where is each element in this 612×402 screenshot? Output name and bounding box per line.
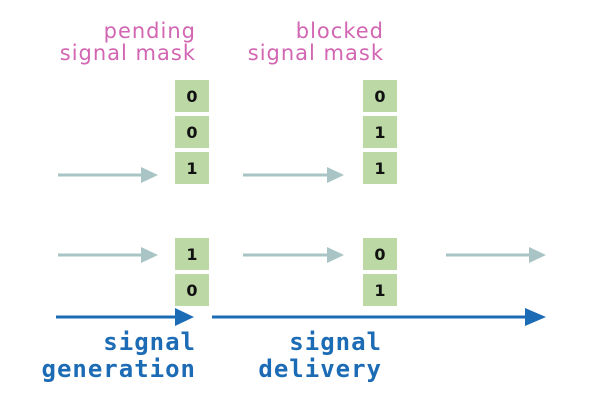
pending-bit-3: 1: [173, 150, 211, 186]
pending-bit-1: 0: [173, 78, 211, 114]
blocked-heading-line1: blocked: [295, 19, 384, 43]
generation-caption-line2: generation: [41, 355, 196, 383]
arrow-to-blocked-row4-head: [327, 247, 344, 263]
blocked-mask-heading: blocked signal mask: [226, 20, 384, 64]
delivery-arrow-head: [525, 308, 546, 326]
arrow-to-pending-row4-head: [141, 247, 158, 263]
pending-mask-heading: pending signal mask: [40, 20, 196, 64]
blocked-bit-3: 1: [361, 150, 399, 186]
generation-caption-line1: signal: [103, 328, 196, 356]
signal-delivery-caption: signal delivery: [246, 329, 382, 383]
blocked-bit-2: 1: [361, 114, 399, 150]
blocked-bit-4: 0: [361, 236, 399, 272]
pending-bit-2: 0: [173, 114, 211, 150]
pending-bit-5: 0: [173, 272, 211, 308]
signal-generation-caption: signal generation: [30, 329, 196, 383]
generation-arrow-head: [175, 308, 194, 326]
delivery-caption-line2: delivery: [258, 355, 382, 383]
blocked-heading-line2: signal mask: [247, 41, 384, 65]
arrow-to-pending-row3-head: [141, 167, 158, 183]
pending-bit-4: 1: [173, 236, 211, 272]
blocked-bit-5: 1: [361, 272, 399, 308]
blocked-bit-1: 0: [361, 78, 399, 114]
delivery-caption-line1: signal: [289, 328, 382, 356]
arrow-to-blocked-row3-head: [327, 167, 344, 183]
arrow-exit-row4-head: [529, 247, 546, 263]
pending-heading-line2: signal mask: [59, 41, 196, 65]
pending-heading-line1: pending: [103, 19, 196, 43]
